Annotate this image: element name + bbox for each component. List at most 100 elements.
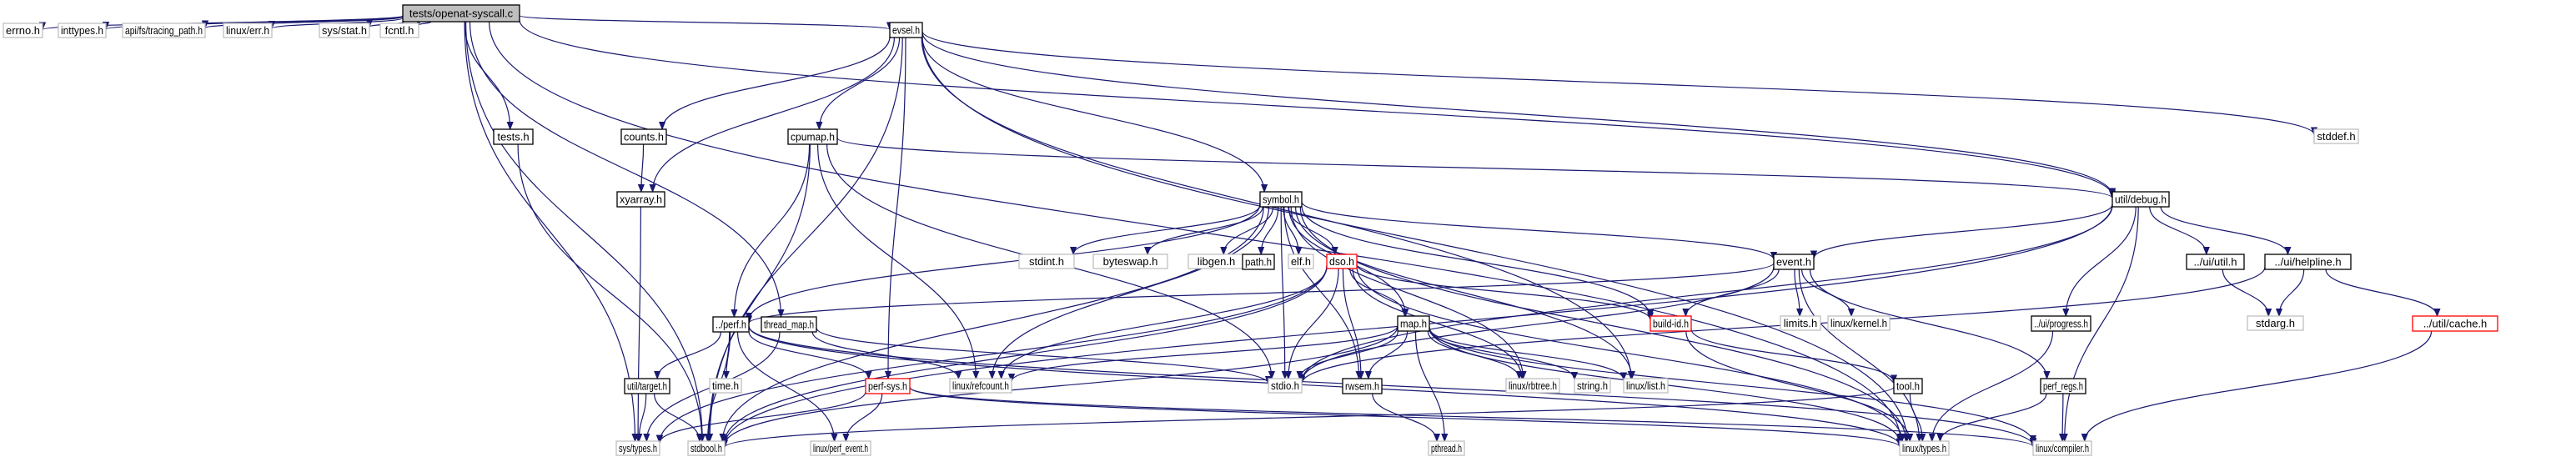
node-perf-regs[interactable]: perf_regs.h [2040, 378, 2086, 394]
node-util-target[interactable]: util/target.h [624, 378, 670, 394]
node-inttypes: inttypes.h [58, 23, 107, 38]
node-ui-helpline[interactable]: ../ui/helpline.h [2264, 254, 2352, 270]
edge-symbol-to-path [1261, 206, 1279, 254]
node-build-id[interactable]: build-id.h [1650, 315, 1692, 332]
node-root[interactable]: tests/openat-syscall.c [402, 4, 520, 23]
edge-symbol-to-stdint [1073, 204, 1261, 255]
edge-map-to-stdio [1300, 330, 1398, 379]
edge-event-to-linux_kernel [1801, 269, 1851, 317]
node-cpumap[interactable]: cpumap.h [787, 128, 838, 145]
node-tool[interactable]: tool.h [1893, 378, 1923, 394]
node-label: stdbool.h [690, 442, 722, 454]
node-util-cache[interactable]: ../util/cache.h [2412, 315, 2498, 332]
edge-root-to-evsel [519, 15, 890, 30]
node-box [1326, 254, 1358, 269]
node-elf: elf.h [1288, 254, 1314, 269]
edge-evsel-to-perf_sys [888, 37, 906, 379]
node-evsel[interactable]: evsel.h [889, 22, 923, 38]
node-perf-sys[interactable]: perf-sys.h [865, 378, 911, 394]
node-label: event.h [1776, 256, 1811, 269]
node-errno: errno.h [3, 23, 43, 38]
node-linux-rbtree: linux/rbtree.h [1505, 378, 1560, 394]
edge-root-to-util_debug [519, 19, 2112, 196]
node-label: string.h [1577, 379, 1608, 392]
node-linux-list: linux/list.h [1623, 378, 1669, 394]
node-label: tool.h [1896, 380, 1920, 393]
edge-ui_helpline-to-stdarg [2279, 269, 2305, 316]
edge-symbol-to-stdbool [723, 206, 1264, 441]
node-box [2112, 191, 2170, 208]
edge-evsel-to-xyarray [653, 37, 895, 192]
edge-util_debug-to-event [1814, 203, 2113, 259]
node-byteswap: byteswap.h [1092, 254, 1168, 269]
node-dso[interactable]: dso.h [1326, 254, 1358, 269]
node-label: ../ui/helpline.h [2274, 256, 2341, 269]
edge-dso-to-sys_types [660, 265, 1328, 442]
node-label: ../perf.h [716, 319, 746, 331]
node-thread-map[interactable]: thread_map.h [761, 316, 817, 333]
edge-util_debug-to-stdio [1302, 205, 2113, 382]
node-perf[interactable]: ../perf.h [712, 316, 750, 333]
node-box [787, 128, 838, 145]
node-event[interactable]: event.h [1773, 254, 1815, 270]
edge-counts-to-xyarray [641, 143, 644, 192]
node-label: xyarray.h [620, 193, 662, 206]
edge-perf-to-util_target [657, 331, 721, 379]
node-ui-util[interactable]: ../ui/util.h [2186, 254, 2245, 270]
node-label: stddef.h [2317, 130, 2355, 143]
edge-map-to-rwsem [1368, 330, 1409, 379]
edge-root-to-sys_types [464, 21, 635, 441]
edge-xyarray-to-sys_types [638, 206, 640, 441]
node-label: tests/openat-syscall.c [409, 8, 514, 20]
node-box [1893, 378, 1923, 394]
edge-evsel-to-linux_types [921, 36, 1907, 441]
node-label: byteswap.h [1103, 255, 1158, 268]
node-stddef: stddef.h [2313, 128, 2359, 144]
edge-evsel-to-linux_list [921, 37, 1631, 379]
node-label: api/fs/tracing_path.h [125, 24, 203, 37]
edge-evsel-to-symbol [921, 37, 1264, 192]
edge-symbol-to-libgen [1223, 206, 1274, 255]
edge-symbol-to-perf [749, 203, 1261, 320]
node-box [2313, 128, 2359, 144]
edge-util_debug-to-linux_compiler [2065, 206, 2139, 441]
node-label: counts.h [624, 131, 664, 143]
node-counts[interactable]: counts.h [620, 128, 667, 145]
node-label: inttypes.h [61, 24, 103, 37]
node-label: linux/refcount.h [952, 379, 1009, 392]
node-box [379, 23, 419, 38]
edge-util_debug-to-ui_helpline [2160, 206, 2287, 255]
node-label: util/debug.h [2115, 193, 2167, 206]
node-label: linux/perf_event.h [813, 442, 868, 454]
edge-perf_regs-to-linux_types [1941, 393, 2047, 442]
node-label: thread_map.h [764, 319, 814, 331]
node-label: errno.h [6, 24, 40, 37]
node-stdarg: stdarg.h [2247, 315, 2304, 331]
node-linux-compiler: linux/compiler.h [2032, 440, 2092, 456]
node-label: pthread.h [1431, 442, 1462, 454]
node-box [1268, 378, 1303, 394]
edge-map-to-linux_refcount [1012, 325, 1398, 382]
edge-root-to-linux_types [489, 21, 1901, 441]
edge-evsel-to-util_debug [921, 32, 2112, 196]
node-time: time.h [709, 378, 742, 394]
edge-map-to-string [1429, 329, 1574, 380]
node-symbol[interactable]: symbol.h [1259, 191, 1303, 208]
node-box [402, 4, 520, 23]
node-box [1623, 378, 1669, 394]
node-box [3, 23, 43, 38]
node-ui-progress[interactable]: ../ui/progress.h [2031, 315, 2091, 332]
node-box [1780, 315, 1821, 331]
node-xyarray[interactable]: xyarray.h [616, 191, 665, 208]
node-path[interactable]: path.h [1242, 254, 1275, 270]
edge-tests-to-stdbool [517, 143, 702, 441]
node-tests[interactable]: tests.h [493, 128, 534, 145]
edge-util_debug-to-ui_progress [2066, 206, 2137, 316]
node-stdbool: stdbool.h [687, 440, 726, 456]
node-util-debug[interactable]: util/debug.h [2112, 191, 2170, 208]
node-box [1505, 378, 1560, 394]
edge-util_target-to-stdbool [654, 393, 700, 442]
node-map[interactable]: map.h [1397, 315, 1430, 332]
edge-util_target-to-sys_types [639, 393, 647, 441]
node-rwsem[interactable]: rwsem.h [1342, 378, 1383, 394]
